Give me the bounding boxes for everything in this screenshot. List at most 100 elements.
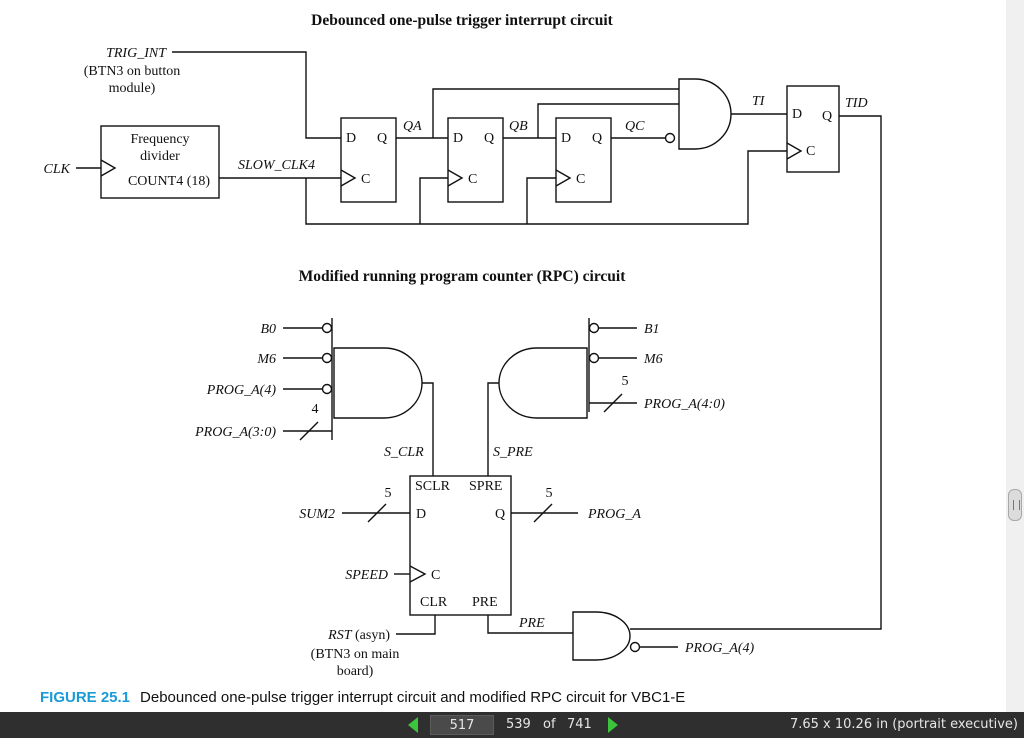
ffc-c-pin: C	[576, 172, 585, 187]
rpc-d-pin: D	[416, 507, 426, 522]
rpc-pre-pin: PRE	[472, 595, 498, 610]
rpc-q-pin: Q	[495, 507, 505, 522]
flipflop-b	[447, 117, 504, 203]
prog-a4-bottom-inverter-bubble	[629, 641, 641, 653]
prog-a4-left-inverter-bubble	[321, 383, 333, 395]
m6-left-inverter-bubble	[321, 352, 333, 364]
qc-label: QC	[625, 119, 645, 134]
ffb-c-pin: C	[468, 172, 477, 187]
slow-clk4-label: SLOW_CLK4	[238, 158, 315, 173]
rpc-clock-symbol	[409, 565, 427, 583]
s-clr-wire	[422, 382, 434, 476]
tid-label: TID	[845, 96, 868, 111]
prog-a-out-bus-slash	[533, 503, 553, 523]
ffb-q-pin: Q	[484, 131, 494, 146]
rst-wire	[396, 615, 436, 635]
figure-caption-text: Debounced one-pulse trigger interrupt ci…	[140, 689, 686, 706]
top-circuit-title: Debounced one-pulse trigger interrupt ci…	[311, 12, 613, 29]
prog-a-out-label: PROG_A	[587, 507, 641, 522]
circuit-diagram: Debounced one-pulse trigger interrupt ci…	[44, 12, 882, 679]
qa-label: QA	[403, 119, 422, 134]
slow-clk-bus	[305, 150, 787, 225]
b0-label: B0	[260, 322, 276, 337]
bus-width-4-label: 4	[312, 402, 319, 417]
fft-c-pin: C	[806, 144, 815, 159]
trig-int-wire	[172, 51, 341, 139]
pre-wire-label: PRE	[518, 616, 545, 631]
right-and-gate	[498, 347, 588, 419]
btn3-main-label-2: board)	[337, 664, 374, 679]
m6-right-inverter-bubble	[588, 352, 600, 364]
b0-inverter-bubble	[321, 322, 333, 334]
ffc-clock-wire	[526, 177, 556, 224]
rpc-spre-pin: SPRE	[469, 479, 502, 494]
rpc-sclr-pin: SCLR	[415, 479, 451, 494]
freq-divider-label-3: COUNT4 (18)	[128, 174, 210, 189]
qb-label: QB	[509, 119, 528, 134]
ffa-q-pin: Q	[377, 131, 387, 146]
sum2-bus-slash	[367, 503, 387, 523]
prog-a40-label: PROG_A(4:0)	[643, 397, 725, 412]
b1-label: B1	[644, 322, 660, 337]
bottom-circuit-title: Modified running program counter (RPC) c…	[299, 268, 627, 285]
m6-left-label: M6	[256, 352, 276, 367]
freq-divider-label-1: Frequency	[130, 132, 189, 147]
fft-clock-symbol	[786, 142, 803, 160]
bus-width-5-out-label: 5	[546, 486, 553, 501]
status-bar: 539 of 741 7.65 x 10.26 in (portrait exe…	[0, 712, 1024, 738]
bottom-and-gate	[572, 611, 631, 661]
qa-to-and-wire	[432, 88, 679, 138]
flipflop-c	[555, 117, 612, 203]
page-number-input[interactable]	[430, 715, 494, 735]
rpc-register	[409, 475, 512, 616]
ffb-clock-symbol	[447, 169, 464, 187]
btn3-button-label-1: (BTN3 on button	[84, 64, 180, 79]
clk-label: CLK	[44, 162, 71, 177]
ffa-d-pin: D	[346, 131, 356, 146]
btn3-main-label-1: (BTN3 on main	[311, 647, 400, 662]
bus-width-5-sum2-label: 5	[385, 486, 392, 501]
freq-divider-clock-symbol	[100, 159, 117, 177]
prog-a4-bottom-label: PROG_A(4)	[684, 641, 755, 656]
next-page-arrow-icon[interactable]	[608, 717, 618, 733]
ffc-d-pin: D	[561, 131, 571, 146]
sum2-label: SUM2	[299, 507, 335, 522]
scrollbar-thumb[interactable]	[1008, 489, 1022, 521]
speed-label: SPEED	[345, 568, 388, 583]
ffa-c-pin: C	[361, 172, 370, 187]
b1-inverter-bubble	[588, 322, 600, 334]
previous-page-arrow-icon[interactable]	[408, 717, 418, 733]
prog-a40-bus-slash	[603, 393, 623, 413]
ffb-d-pin: D	[453, 131, 463, 146]
btn3-button-label-2: module)	[109, 81, 156, 96]
and-inverted-input-bubble	[664, 132, 676, 144]
grip-icon	[1013, 500, 1020, 510]
flipflop-a	[340, 117, 397, 203]
s-pre-wire	[487, 382, 499, 476]
frequency-divider-block	[100, 125, 220, 199]
ffc-clock-symbol	[555, 169, 572, 187]
page-size-info: 7.65 x 10.26 in (portrait executive)	[789, 717, 1018, 732]
tid-wire	[630, 115, 882, 630]
rpc-clr-pin: CLR	[420, 595, 448, 610]
s-pre-label: S_PRE	[493, 445, 533, 460]
m6-right-label: M6	[643, 352, 663, 367]
fft-q-pin: Q	[822, 109, 832, 124]
ffc-q-pin: Q	[592, 131, 602, 146]
prog-a30-label: PROG_A(3:0)	[194, 425, 276, 440]
s-clr-label: S_CLR	[384, 445, 424, 460]
left-and-gate	[333, 347, 423, 419]
top-and-gate	[678, 78, 732, 150]
freq-divider-label-2: divider	[140, 149, 180, 164]
rst-label: RST (asyn)	[327, 628, 390, 643]
document-page: Debounced one-pulse trigger interrupt ci…	[0, 0, 1006, 712]
qb-to-and-wire	[537, 103, 679, 138]
vertical-scrollbar[interactable]	[1006, 0, 1024, 712]
ffb-clock-wire	[419, 177, 448, 224]
flipflop-tid	[786, 85, 840, 173]
prog-a30-bus-slash	[299, 421, 319, 441]
fft-d-pin: D	[792, 107, 802, 122]
ffa-clock-symbol	[340, 169, 357, 187]
page-total: 741	[567, 717, 592, 732]
